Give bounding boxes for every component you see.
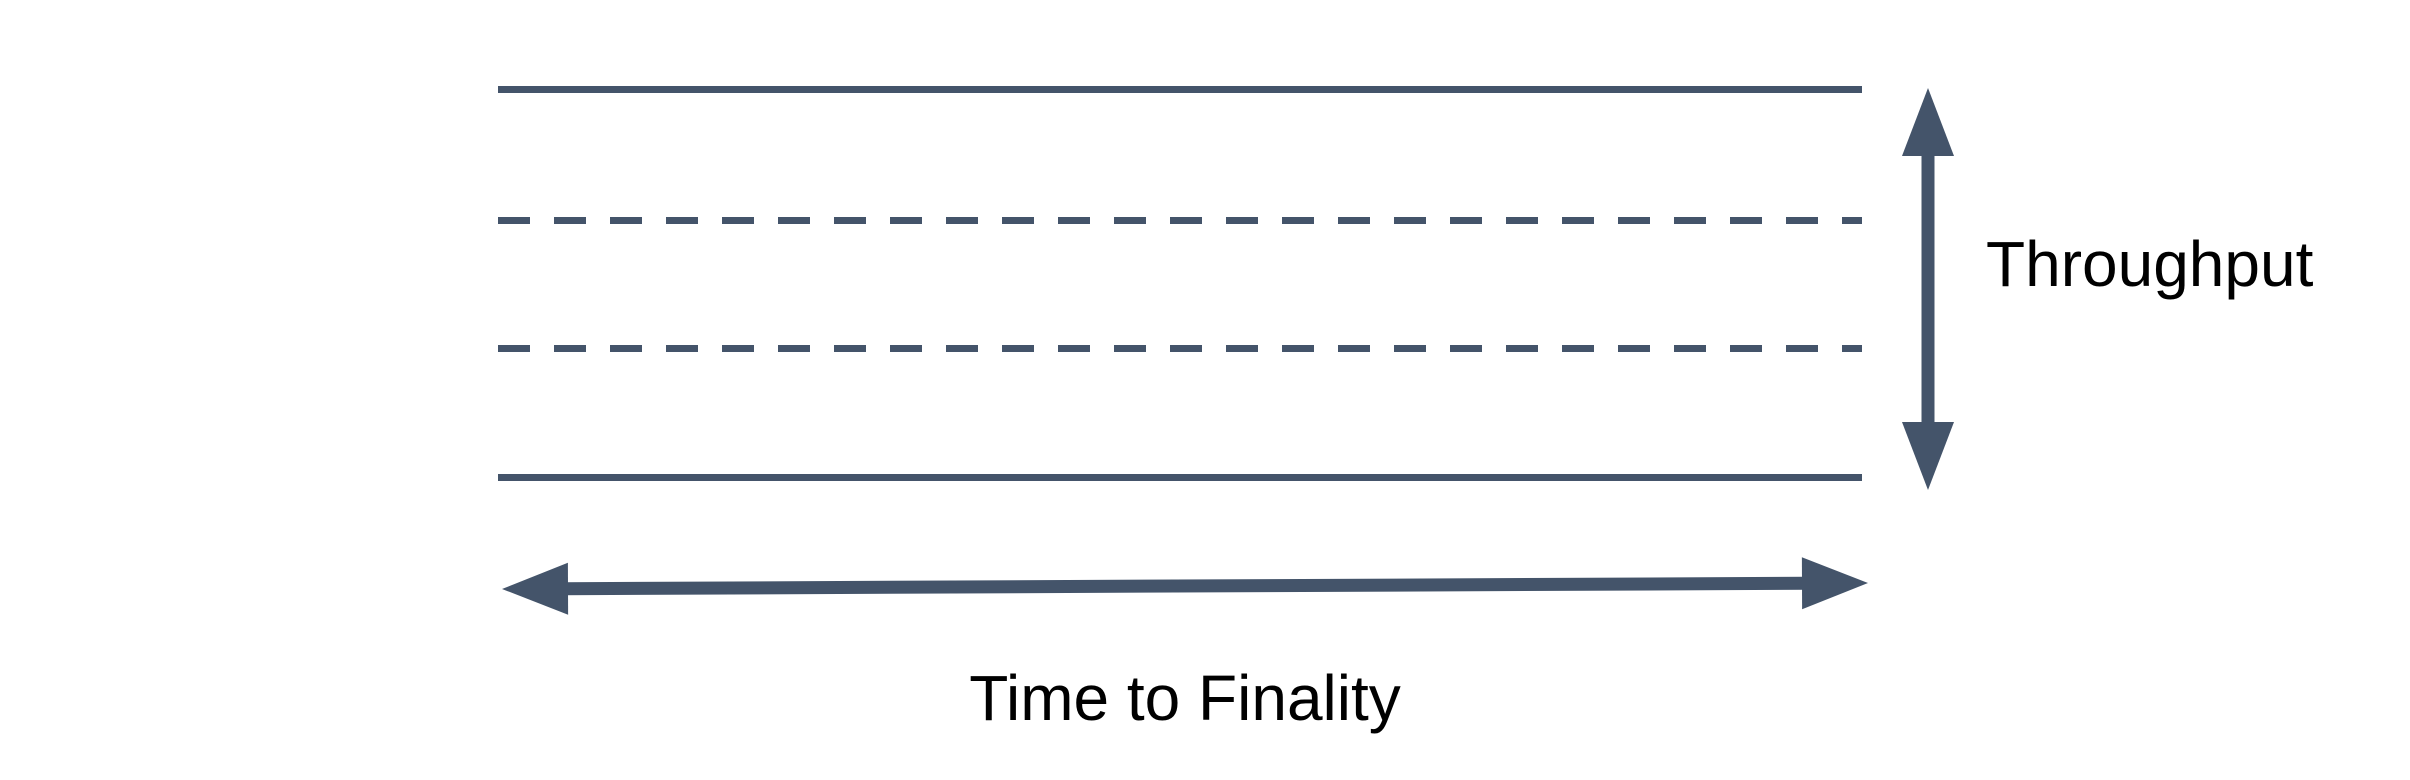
- band-top-line: [498, 86, 1862, 93]
- band-bottom-line: [498, 474, 1862, 481]
- vertical-double-arrow-icon: [1902, 88, 1954, 490]
- band-dashed-line-2: [498, 345, 1862, 352]
- time-to-finality-label: Time to Finality: [969, 662, 1401, 734]
- throughput-label: Throughput: [1986, 228, 2314, 300]
- horizontal-double-arrow-icon: [502, 557, 1868, 615]
- band-dashed-line-1: [498, 217, 1862, 224]
